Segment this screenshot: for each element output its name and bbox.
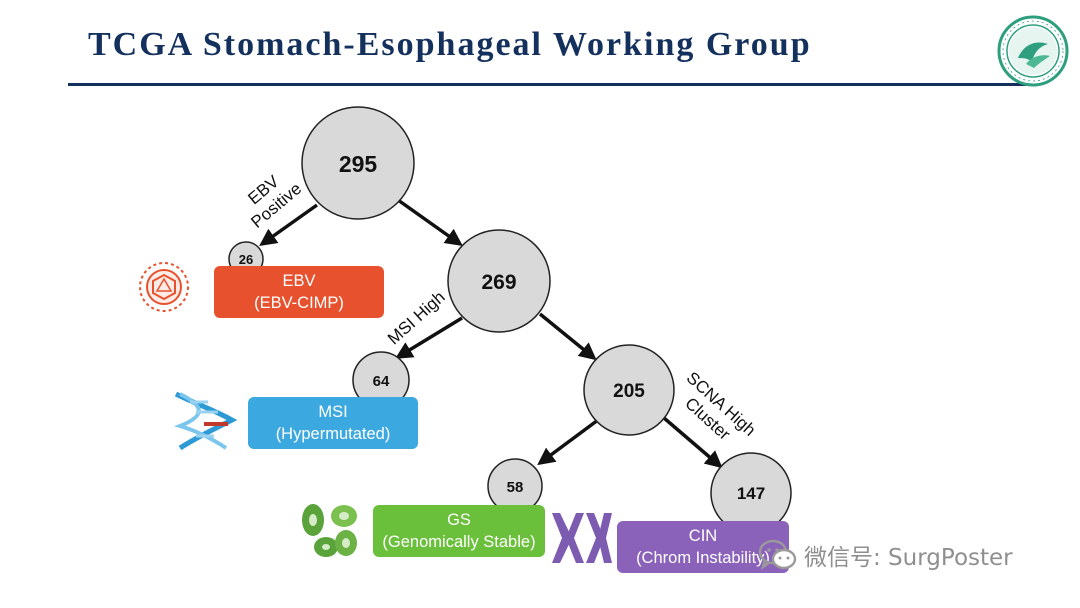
subtype-box-cin: CIN (Chrom Instability) (617, 521, 789, 573)
virus-icon (139, 262, 189, 312)
subtype-ebv-name: EBV (282, 272, 316, 290)
node-cin-count: 147 (737, 484, 765, 503)
subtype-ebv-detail: (EBV-CIMP) (254, 294, 344, 312)
node-root: 295 (301, 106, 415, 220)
node-msi: 64 (352, 351, 410, 409)
edge-label-msi-high: MSI High (384, 287, 449, 348)
node-205-count: 205 (613, 381, 645, 402)
node-cin: 147 (710, 452, 792, 534)
edge-295-to-26 (259, 203, 319, 247)
subtype-msi-name: MSI (318, 403, 348, 421)
edge-269-to-64 (395, 316, 463, 359)
edge-269-to-205 (538, 312, 597, 361)
node-269-count: 269 (481, 271, 516, 294)
chromosomes-icon (552, 513, 612, 563)
node-269: 269 (447, 229, 551, 333)
page-title: TCGA Stomach-Esophageal Working Group (88, 26, 812, 63)
wechat-watermark: 微信号: SurgPoster (758, 538, 1013, 572)
node-ebv-count: 26 (239, 252, 253, 267)
subtype-cin-name: CIN (688, 527, 718, 545)
subtype-box-msi: MSI (Hypermutated) (248, 397, 418, 449)
wechat-icon (758, 539, 797, 570)
subtype-cin-detail: (Chrom Instability) (636, 549, 770, 567)
cells-icon (302, 504, 357, 557)
subtype-box-ebv: EBV (EBV-CIMP) (214, 266, 384, 318)
edge-205-to-58 (537, 418, 600, 466)
title-divider (68, 83, 1026, 86)
dna-helix-icon (173, 391, 238, 451)
edge-205-to-147 (662, 416, 723, 469)
edge-295-to-269 (396, 198, 463, 247)
node-msi-count: 64 (373, 373, 390, 390)
node-gs-count: 58 (507, 479, 524, 496)
node-205: 205 (583, 344, 675, 436)
subtype-box-gs: GS (Genomically Stable) (373, 505, 545, 557)
node-root-count: 295 (339, 151, 378, 177)
university-seal-logo (996, 14, 1070, 88)
subtype-gs-name: GS (447, 511, 471, 529)
watermark-text: 微信号: SurgPoster (804, 545, 1013, 571)
subtype-msi-detail: (Hypermutated) (275, 425, 391, 443)
subtype-gs-detail: (Genomically Stable) (382, 533, 536, 551)
